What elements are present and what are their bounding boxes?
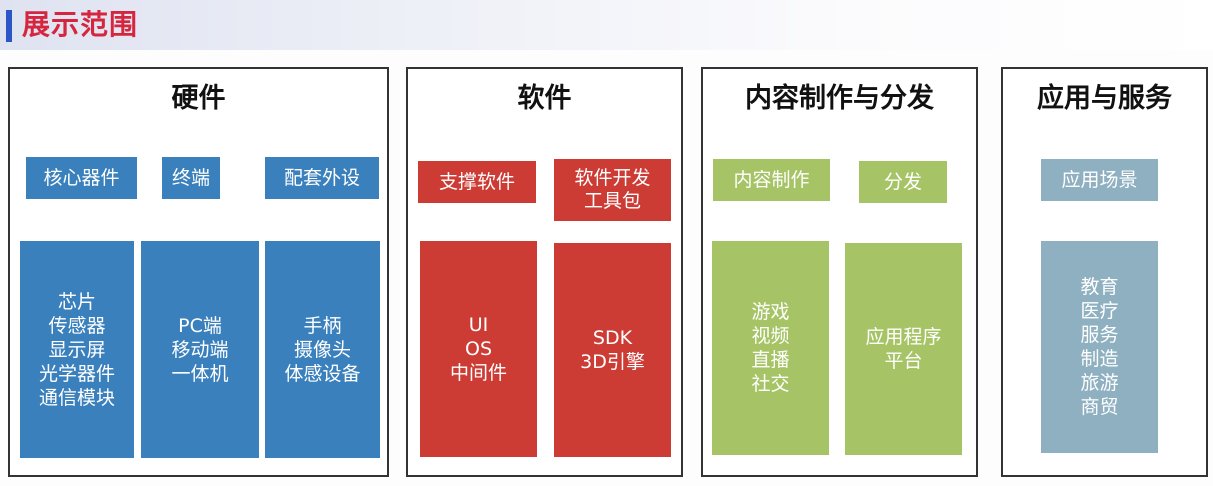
panel-title-hardware: 硬件	[171, 83, 226, 114]
panel-software: 软件 支撑软件 软件开发 工具包 UI OS 中间件 SDK 3D引擎	[406, 67, 683, 477]
label-core-components: 核心器件	[26, 157, 137, 199]
title-bar: 展示范围	[0, 0, 1213, 50]
label-peripherals: 配套外设	[265, 157, 379, 199]
content-sdk-toolkit: SDK 3D引擎	[554, 243, 671, 457]
panel-content: 内容制作与分发 内容制作 分发 游戏 视频 直播 社交 应用程序 平台	[701, 67, 978, 477]
panel-title-content: 内容制作与分发	[745, 83, 934, 114]
label-application-scenarios: 应用场景	[1041, 159, 1158, 201]
content-support-software: UI OS 中间件	[420, 241, 537, 457]
label-terminal: 终端	[162, 157, 220, 199]
label-support-software: 支撑软件	[418, 161, 536, 203]
label-content-production: 内容制作	[713, 159, 830, 201]
panel-hardware: 硬件 核心器件 终端 配套外设 芯片 传感器 显示屏 光学器件 通信模块 PC端…	[8, 67, 389, 477]
page-title: 展示范围	[22, 8, 139, 41]
content-application-scenarios: 教育 医疗 服务 制造 旅游 商贸	[1041, 241, 1158, 453]
label-distribution: 分发	[859, 161, 947, 203]
panel-title-application: 应用与服务	[1037, 83, 1172, 114]
content-peripherals: 手柄 摄像头 体感设备	[265, 241, 380, 458]
content-terminal: PC端 移动端 一体机	[141, 241, 259, 458]
panel-title-software: 软件	[517, 83, 572, 114]
content-content-production: 游戏 视频 直播 社交	[712, 241, 829, 455]
title-accent-bar	[6, 10, 12, 42]
label-sdk-toolkit: 软件开发 工具包	[554, 159, 671, 221]
content-core-components: 芯片 传感器 显示屏 光学器件 通信模块	[20, 241, 134, 458]
content-distribution: 应用程序 平台	[845, 243, 962, 455]
panel-application: 应用与服务 应用场景 教育 医疗 服务 制造 旅游 商贸	[1001, 67, 1208, 477]
